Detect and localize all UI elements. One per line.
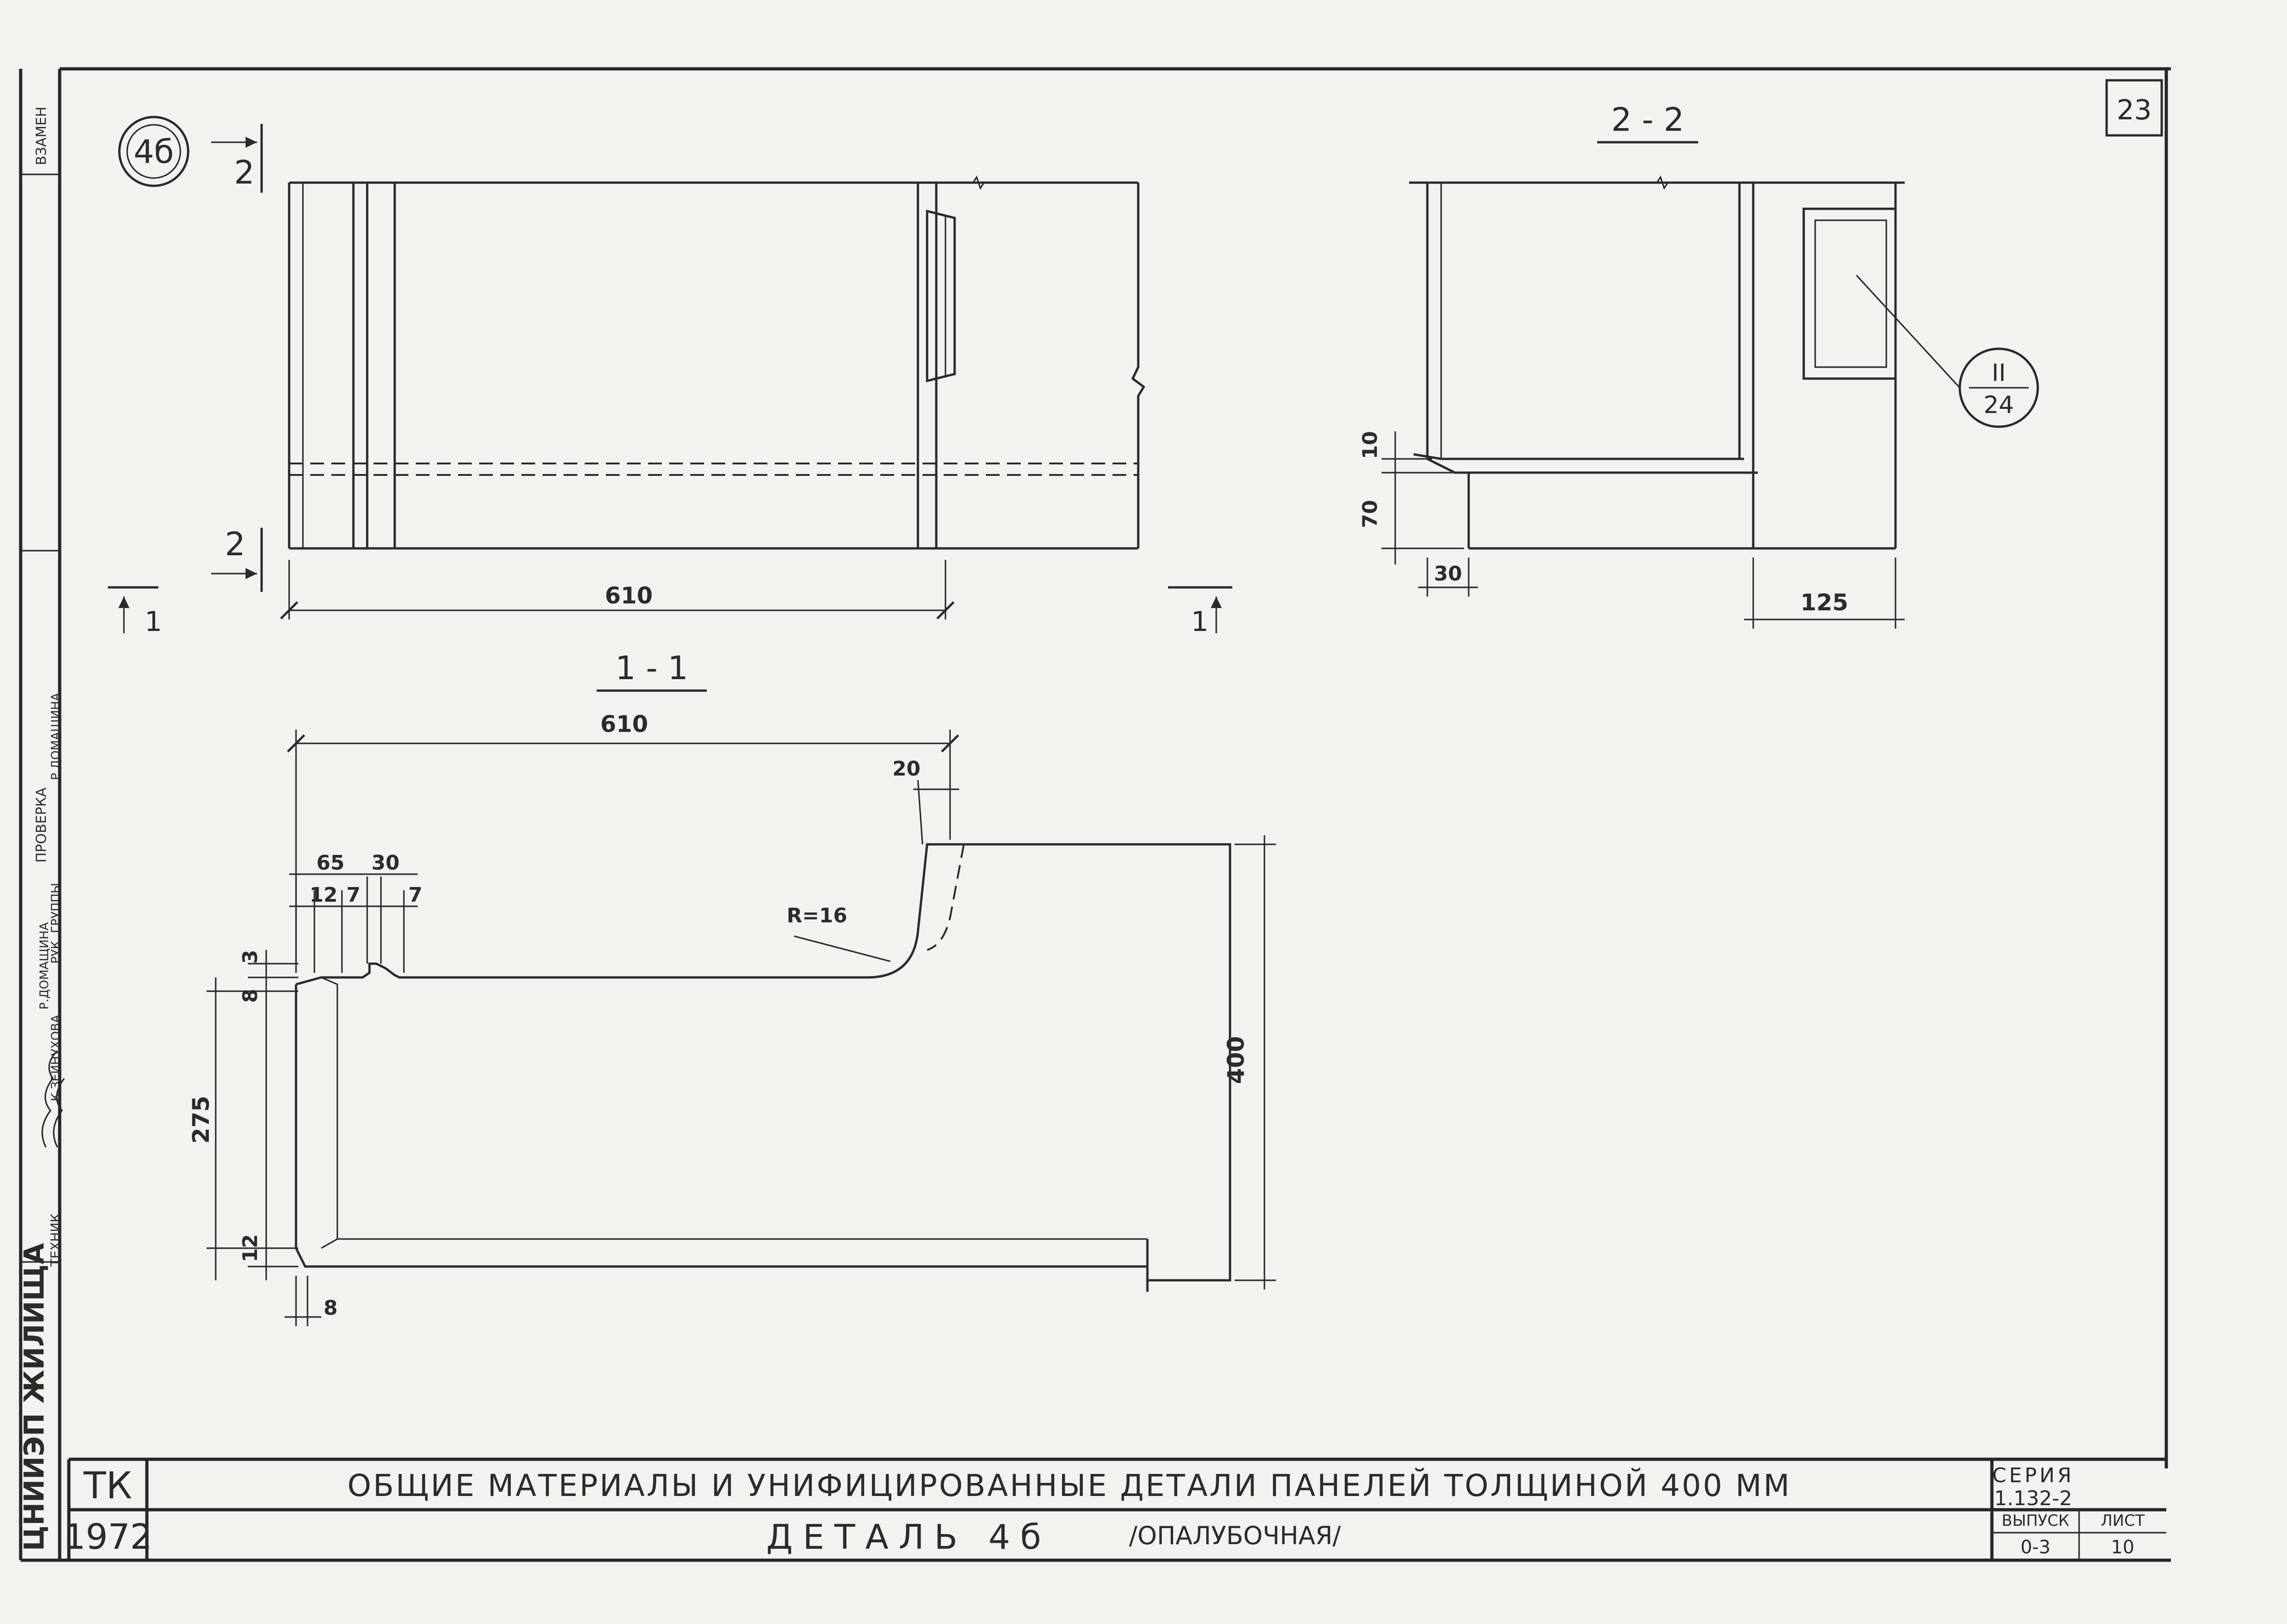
sheet-value: 10 <box>2111 1537 2135 1558</box>
series-label: СЕРИЯ <box>1992 1464 2075 1487</box>
name-3: Р.ДОМАЩИНА <box>49 693 63 780</box>
detail-mark-label: 4б <box>134 133 174 171</box>
proverka-label: ПРОВЕРКА <box>34 787 50 863</box>
dim-30: 30 <box>1434 562 1462 586</box>
cut-2-top-label: 2 <box>234 154 255 191</box>
title-line1: ОБЩИЕ МАТЕРИАЛЫ И УНИФИЦИРОВАННЫЕ ДЕТАЛИ… <box>347 1468 1791 1503</box>
role-tekhnik: ТЕХНИК <box>48 1213 63 1267</box>
title-year: 1972 <box>63 1516 152 1557</box>
name-2: К.ЗЕЙНУХОВА <box>48 1015 63 1101</box>
title-block: ТК 1972 ОБЩИЕ МАТЕРИАЛЫ И УНИФИЦИРОВАННЫ… <box>63 1459 2166 1560</box>
signature <box>41 1050 58 1148</box>
cut-1-right-label: 1 <box>1191 606 1208 638</box>
dim-70: 70 <box>1359 500 1382 528</box>
dim-7a: 7 <box>347 883 361 907</box>
section-1-1: 1 - 1 610 20 R=16 65 30 12 <box>188 649 1276 1326</box>
sheet-frame <box>19 67 2171 1562</box>
dim-7b: 7 <box>408 883 423 907</box>
dim-30: 30 <box>371 851 399 875</box>
dim-125: 125 <box>1801 589 1848 616</box>
dim-10: 10 <box>1359 431 1382 459</box>
radius-label: R=16 <box>787 904 847 927</box>
section-1-1-title: 1 - 1 <box>615 649 688 687</box>
top-width-label: 610 <box>600 711 648 737</box>
dim-400: 400 <box>1223 1036 1249 1084</box>
title-line2-sub: /ОПАЛУБОЧНАЯ/ <box>1129 1521 1341 1550</box>
signature <box>53 1078 65 1148</box>
dim-3: 3 <box>239 950 262 964</box>
vzamen-label: ВЗАМЕН <box>34 106 50 165</box>
series-value: 1.132-2 <box>1994 1487 2072 1510</box>
dim-65: 65 <box>316 851 344 875</box>
dim-8-bottom: 8 <box>324 1296 338 1320</box>
dim-12: 12 <box>309 883 337 907</box>
dim-275: 275 <box>188 1096 214 1144</box>
issue-label: ВЫПУСК <box>2002 1512 2069 1530</box>
page-number-box: 23 <box>2105 79 2163 137</box>
sheet-label: ЛИСТ <box>2101 1512 2145 1530</box>
role-ruk-gruppy: РУК. ГРУППЫ <box>49 883 63 964</box>
plan-view: 2 2 610 1 1 <box>108 124 1232 638</box>
dim-12-bottom: 12 <box>239 1234 262 1262</box>
page-number: 23 <box>2117 94 2152 126</box>
issue-value: 0-3 <box>2020 1537 2050 1558</box>
dim-20: 20 <box>892 757 920 781</box>
detail-mark: 4б <box>118 116 190 187</box>
cut-2-bottom-label: 2 <box>225 525 246 563</box>
plan-width-label: 610 <box>605 582 653 609</box>
title-line2-main: ДЕТАЛЬ 4б <box>766 1518 1051 1557</box>
title-code: ТК <box>83 1464 132 1507</box>
side-strip: ВЗАМЕН ПРОВЕРКА ТЕХНИК РУК. ГРУППЫ Р.ДОМ… <box>18 106 65 1551</box>
callout-number: II <box>1992 359 2006 387</box>
section-2-2: 2 - 2 II 24 10 70 30 <box>1359 101 2039 629</box>
institute-name: ЦНИИЭП ЖИЛИЩА <box>18 1243 50 1551</box>
cut-1-left-label: 1 <box>145 606 162 638</box>
name-1: Р.ДОМАЩИНА <box>38 922 51 1010</box>
dim-8-vert: 8 <box>239 989 262 1003</box>
callout-sheet: 24 <box>1984 391 2014 419</box>
section-2-2-title: 2 - 2 <box>1611 101 1684 139</box>
